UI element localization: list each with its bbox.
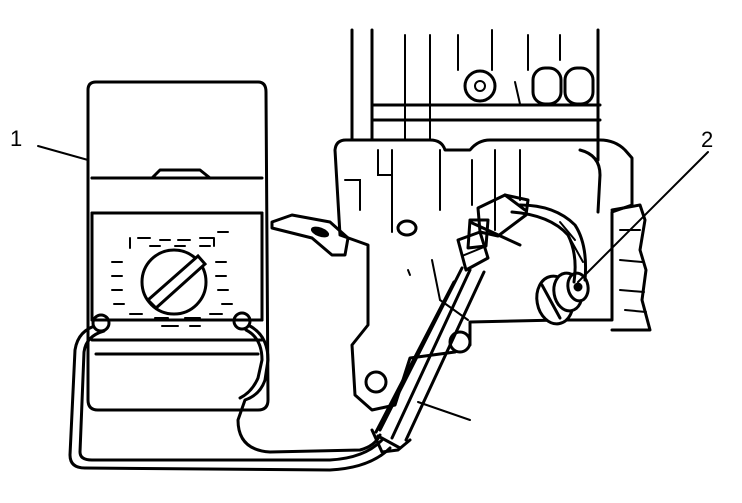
bolt-hole-lower bbox=[364, 370, 388, 394]
test-lead-wires bbox=[68, 320, 392, 472]
leader-line-1 bbox=[37, 145, 89, 161]
callout-label-sensor: 2 bbox=[701, 127, 714, 152]
plug-housing bbox=[456, 230, 490, 272]
callout-label-multimeter: 1 bbox=[10, 126, 23, 151]
engine-housing bbox=[270, 28, 652, 412]
probe-leads bbox=[370, 266, 486, 454]
com-jack[interactable] bbox=[91, 313, 111, 333]
sensor-assembly bbox=[510, 203, 590, 326]
boss-left bbox=[531, 66, 563, 106]
multimeter bbox=[86, 80, 270, 412]
boss-right bbox=[563, 66, 595, 106]
connector-plug bbox=[456, 193, 530, 272]
leader-line-2 bbox=[577, 151, 709, 283]
bolt-hole-upper bbox=[396, 219, 418, 237]
boss-round bbox=[463, 69, 497, 103]
range-markings bbox=[111, 231, 233, 327]
mounting-tab bbox=[270, 213, 350, 257]
